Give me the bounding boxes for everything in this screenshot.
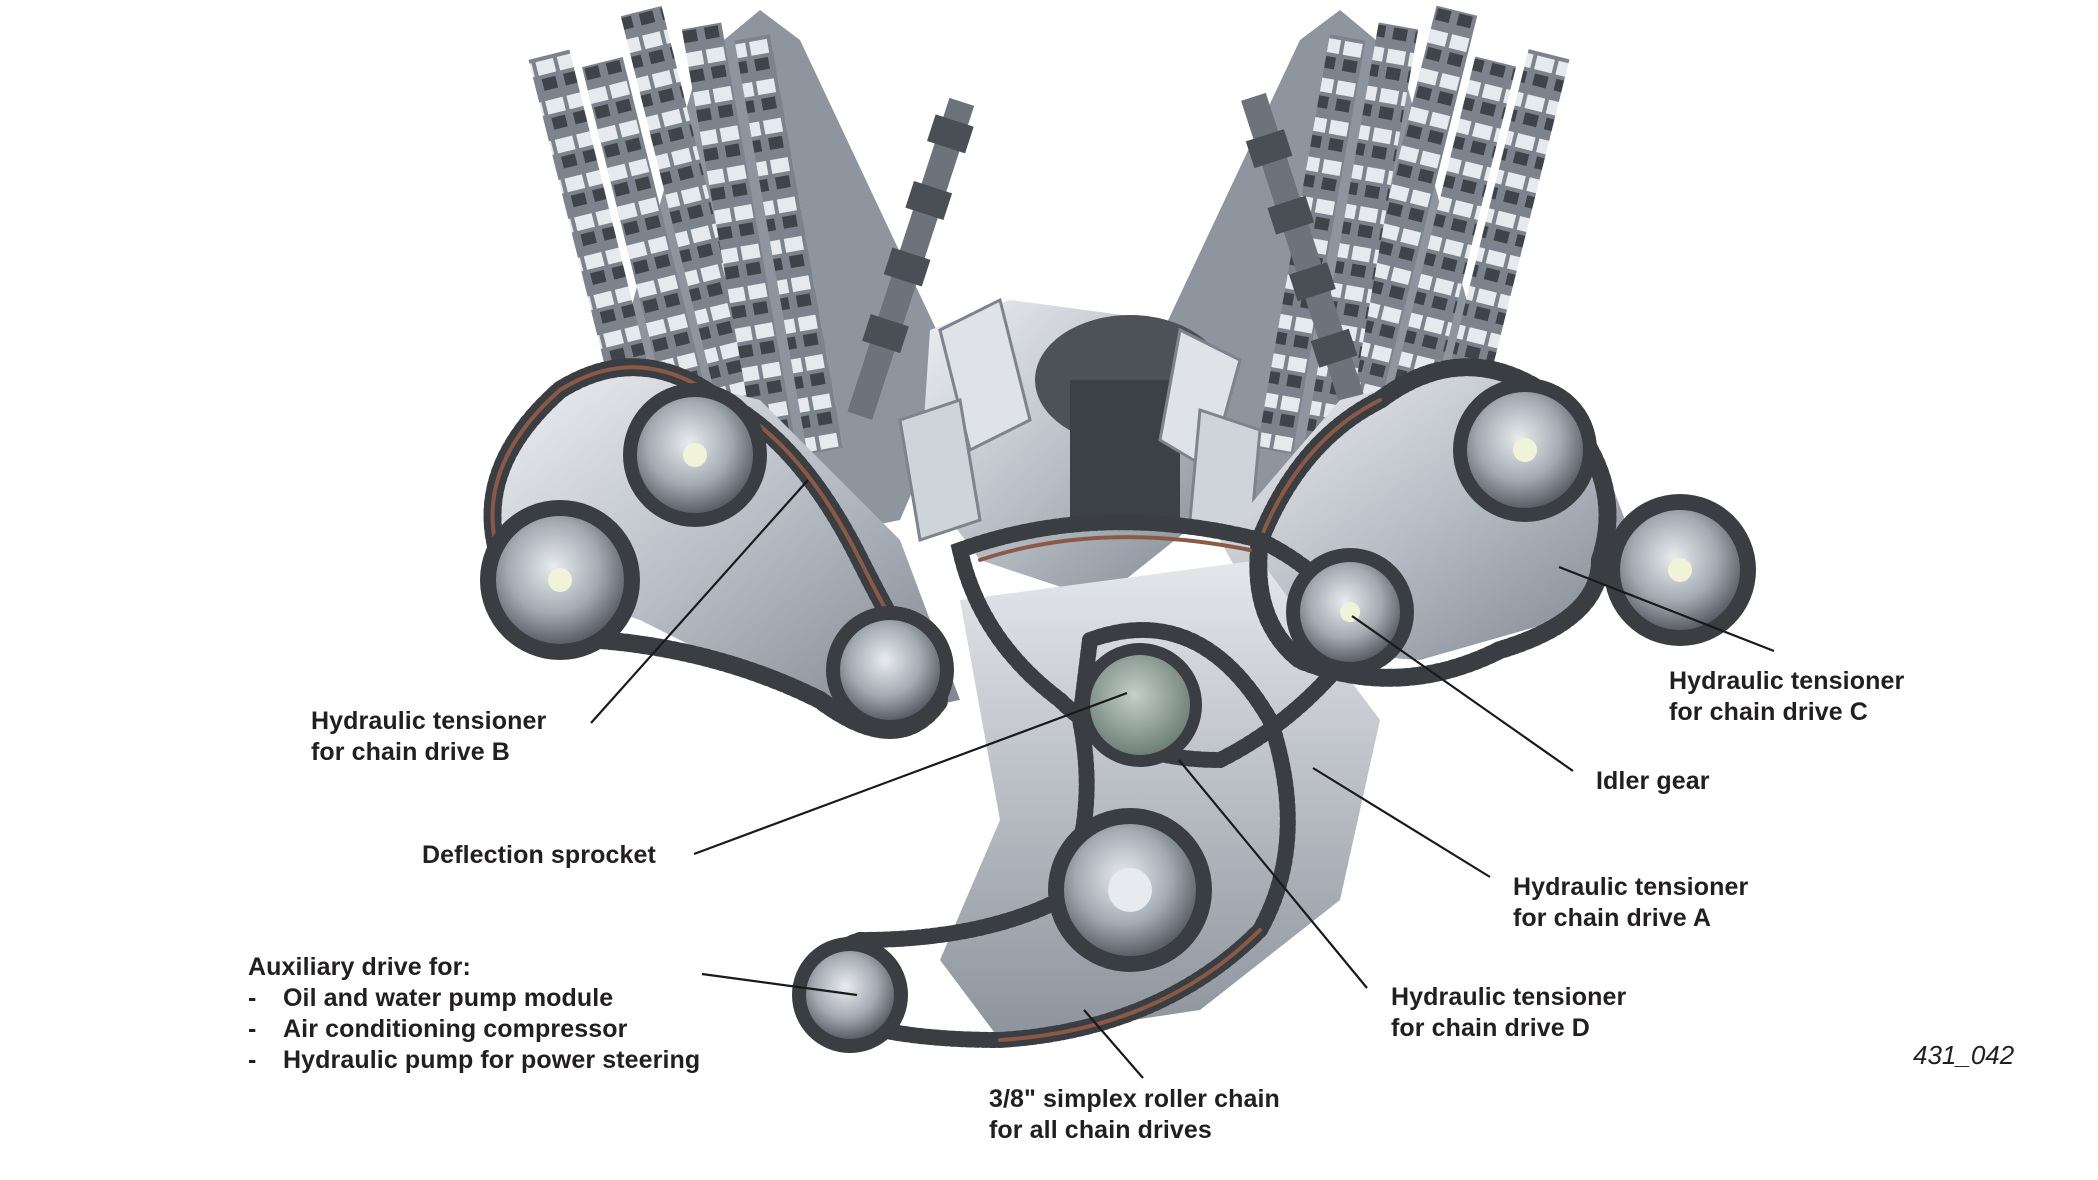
auxiliary-drive-item-text: Hydraulic pump for power steering (283, 1046, 701, 1074)
label-auxiliary-drive: Auxiliary drive for: -Oil and water pump… (248, 952, 700, 1076)
label-roller-chain: 3/8" simplex roller chain for all chain … (989, 1084, 1280, 1146)
label-tensioner-d-line2: for chain drive D (1391, 1014, 1590, 1042)
label-deflection-sprocket-text: Deflection sprocket (422, 841, 656, 869)
label-tensioner-d: Hydraulic tensioner for chain drive D (1391, 982, 1626, 1044)
leader-line-tensioner-a (1312, 767, 1491, 878)
label-tensioner-c-line1: Hydraulic tensioner (1669, 667, 1905, 695)
leader-line-idler-gear (1351, 615, 1574, 772)
leader-line-auxiliary-drive (701, 972, 858, 997)
auxiliary-drive-item: -Hydraulic pump for power steering (248, 1045, 700, 1076)
label-idler-gear: Idler gear (1596, 766, 1710, 797)
idler-gear (1286, 548, 1414, 676)
camshaft-sprocket-left-upper (623, 383, 767, 527)
label-tensioner-c: Hydraulic tensioner for chain drive C (1669, 666, 1904, 728)
crankshaft-sprocket (1048, 808, 1212, 972)
camshaft-sprocket-left-lower (480, 500, 640, 660)
leader-line-tensioner-d (1178, 759, 1368, 989)
leader-lines (590, 479, 1775, 1079)
bullet-dash: - (248, 984, 257, 1012)
auxiliary-drive-item: -Air conditioning compressor (248, 1014, 700, 1045)
leader-line-tensioner-b (590, 479, 809, 724)
label-tensioner-a: Hydraulic tensioner for chain drive A (1513, 872, 1748, 934)
auxiliary-drive-item-text: Air conditioning compressor (283, 1015, 628, 1043)
label-tensioner-b-line1: Hydraulic tensioner (311, 707, 547, 735)
label-tensioner-b-line2: for chain drive B (311, 738, 510, 766)
leader-line-roller-chain (1083, 1009, 1144, 1079)
bullet-dash: - (248, 1015, 257, 1043)
deflection-sprocket (1078, 643, 1202, 767)
label-tensioner-a-line2: for chain drive A (1513, 904, 1712, 932)
camshaft-sprocket-right-upper (1453, 378, 1597, 522)
auxiliary-drive-heading: Auxiliary drive for: (248, 953, 471, 981)
figure-number: 431_042 (1913, 1040, 2015, 1070)
label-idler-gear-text: Idler gear (1596, 767, 1710, 795)
chain-drive-d (807, 622, 1296, 1049)
label-roller-chain-line2: for all chain drives (989, 1116, 1212, 1144)
label-tensioner-b: Hydraulic tensioner for chain drive B (311, 706, 546, 768)
chain-drive-a (950, 514, 1369, 769)
label-roller-chain-line1: 3/8" simplex roller chain (989, 1085, 1280, 1113)
label-deflection-sprocket: Deflection sprocket (422, 840, 656, 871)
sprockets (480, 378, 1756, 1053)
auxiliary-drive-item: -Oil and water pump module (248, 983, 700, 1014)
sprocket-chain-b-lower (826, 606, 954, 734)
label-tensioner-d-line1: Hydraulic tensioner (1391, 983, 1627, 1011)
label-tensioner-c-line2: for chain drive C (1669, 698, 1868, 726)
leader-line-tensioner-c (1558, 565, 1775, 653)
bullet-dash: - (248, 1046, 257, 1074)
camshaft-sprocket-right-lower (1604, 494, 1756, 646)
label-tensioner-a-line1: Hydraulic tensioner (1513, 873, 1749, 901)
leader-line-deflection-sprocket (693, 691, 1128, 856)
auxiliary-drive-item-text: Oil and water pump module (283, 984, 614, 1012)
